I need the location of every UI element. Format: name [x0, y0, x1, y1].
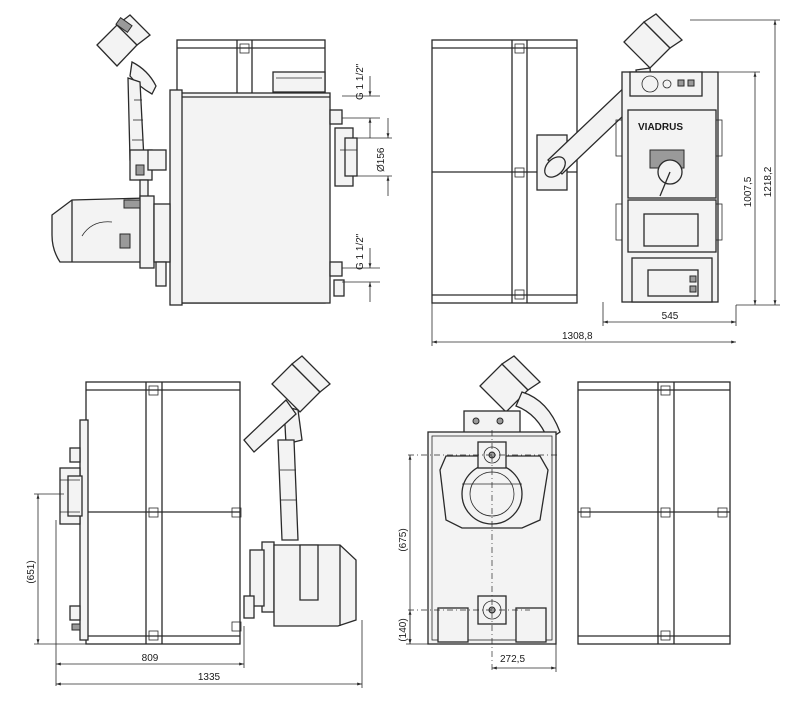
- top-plate-rear: [463, 410, 521, 434]
- boiler-front: [615, 71, 723, 303]
- dim-connection-bottom: [342, 248, 380, 302]
- control-panel-side: [272, 71, 326, 93]
- dim-connection-top: [342, 76, 380, 138]
- dim-side-total: [56, 620, 363, 688]
- label-upper-axis-height: (675): [398, 528, 409, 551]
- dim-flue-offset: [492, 610, 557, 672]
- label-connection-bottom: G 1 1/2": [355, 233, 366, 270]
- label-side-total: 1335: [198, 672, 221, 683]
- rear-connections: [329, 109, 358, 297]
- label-boiler-width: 545: [662, 311, 679, 322]
- dim-boiler-width: [602, 302, 737, 326]
- feeder-tube-side: [127, 61, 167, 203]
- label-side-depth: 809: [142, 653, 159, 664]
- frame-side-bottom-left: [85, 381, 242, 645]
- dim-boiler-height: [700, 71, 760, 305]
- label-flue-axis-height: (651): [26, 560, 37, 583]
- burner-side-top-left: [51, 195, 171, 287]
- fuel-hopper-bottom-left: [271, 355, 331, 445]
- label-boiler-height: 1007,5: [743, 176, 754, 207]
- dim-flue-axis-height: [34, 493, 86, 645]
- view-frame-bottom-right: [577, 381, 731, 645]
- dim-side-depth: [55, 520, 245, 686]
- label-flue-offset: 272,5: [500, 654, 525, 665]
- feeder-tube-vertical: [277, 439, 299, 541]
- dim-total-height: [690, 19, 780, 306]
- label-lower-axis-height: (140): [398, 618, 409, 641]
- view-front-top-right: VIADRUS 1218,2 1007,5 545 1308,8: [431, 13, 780, 346]
- view-side-bottom-left: (651) 809 1335: [26, 355, 363, 688]
- view-rear-bottom-middle: (675) (140) 272,5: [398, 355, 561, 672]
- view-side-top-left: G 1 1/2" Ø156 G 1 1/2": [51, 14, 392, 306]
- label-flue-diameter: Ø156: [376, 147, 387, 172]
- label-connection-top: G 1 1/2": [355, 63, 366, 100]
- boiler-rear-side: [79, 419, 89, 641]
- dim-flue-diameter: [357, 118, 392, 196]
- label-total-width: 1308,8: [562, 331, 593, 342]
- boiler-body-side: [179, 92, 331, 304]
- feeder-arm-side: [243, 399, 297, 453]
- flue-outlet-side: [59, 447, 83, 631]
- dim-total-width: [431, 303, 736, 346]
- fuel-hopper-top-left: [96, 14, 151, 67]
- burner-side-bottom-left: [243, 541, 357, 627]
- label-total-height: 1218,2: [763, 166, 774, 197]
- viadrus-logo: VIADRUS: [638, 122, 683, 133]
